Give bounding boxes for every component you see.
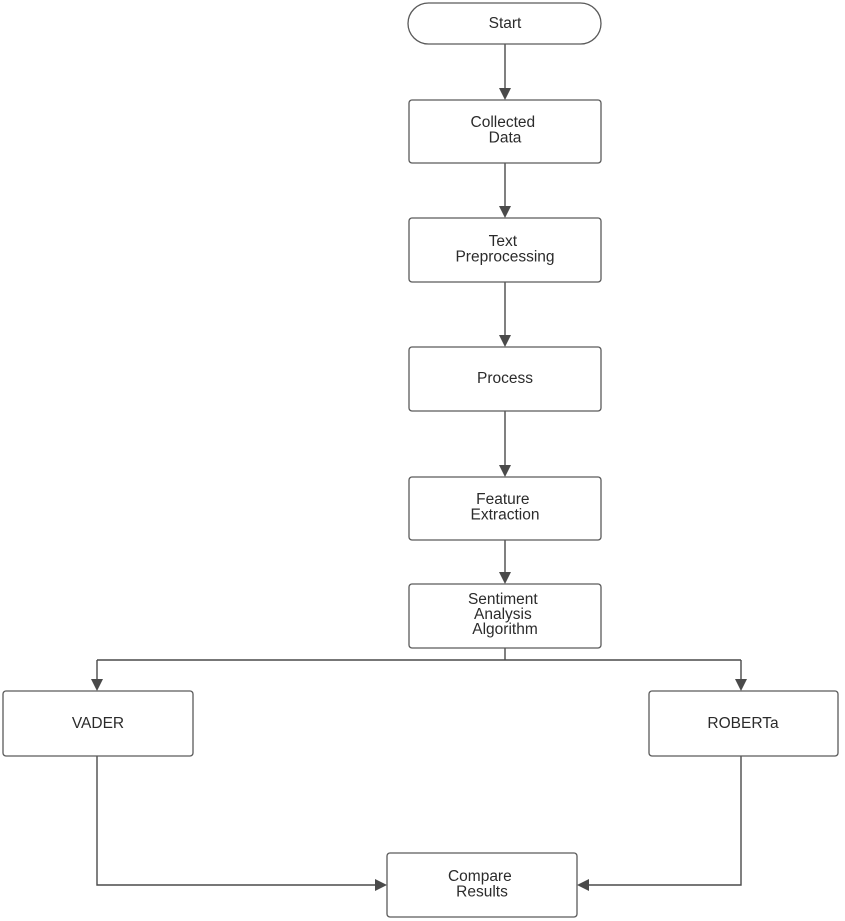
node-collected-data-line-2: Data [489,130,522,147]
node-text-preprocessing-line-2: Preprocessing [455,249,554,266]
node-feature-extraction-line-2: Extraction [471,507,540,524]
edges [91,44,747,891]
node-roberta[interactable]: ROBERTa [648,690,839,757]
node-text-preprocessing[interactable]: Text Preprocessing [408,217,602,283]
arrowhead-collected-data [499,88,511,100]
node-sentiment-algorithm-line-1: Sentiment [468,591,538,608]
edge-sentiment-algorithm-split [97,648,741,661]
node-collected-data[interactable]: Collected Data [408,99,602,164]
arrowhead-process [499,335,511,347]
node-feature-extraction-label: Feature Extraction [471,491,540,524]
node-sentiment-algorithm-line-2: Analysis [474,606,532,623]
node-collected-data-label: Collected Data [471,114,540,147]
arrowhead-roberta [735,679,747,691]
edge-roberta-to-compare-results [588,756,742,886]
node-text-preprocessing-line-1: Text [489,233,518,250]
arrowhead-vader [91,679,103,691]
node-sentiment-algorithm[interactable]: Sentiment Analysis Algorithm [408,583,602,649]
node-start-label: Start [489,15,522,32]
roberta-box [648,690,839,757]
start-terminator-shape [407,2,602,45]
process-box [408,346,602,412]
vader-box [2,690,194,757]
node-vader-label: VADER [72,715,124,732]
node-compare-results[interactable]: Compare Results [386,852,578,918]
feature-extraction-box [408,476,602,541]
node-feature-extraction-line-1: Feature [476,491,529,508]
edge-vader-to-compare-results [96,756,376,886]
node-vader[interactable]: VADER [2,690,194,757]
arrowhead-compare-results-right [577,879,589,891]
node-collected-data-line-1: Collected [471,114,536,131]
collected-data-box [408,99,602,164]
node-compare-results-line-2: Results [456,884,508,901]
sentiment-algorithm-box [408,583,602,649]
node-sentiment-algorithm-line-3: Algorithm [472,621,537,638]
compare-results-box [386,852,578,918]
node-compare-results-label: Compare Results [448,868,516,901]
arrowhead-feature-extraction [499,465,511,477]
arrowhead-text-preprocessing [499,206,511,218]
text-preprocessing-box [408,217,602,283]
arrowhead-sentiment-algorithm [499,572,511,584]
node-feature-extraction[interactable]: Feature Extraction [408,476,602,541]
arrowhead-compare-results-left [375,879,387,891]
node-compare-results-line-1: Compare [448,868,512,885]
node-roberta-label: ROBERTa [707,715,779,732]
node-process[interactable]: Process [408,346,602,412]
node-process-label: Process [477,370,533,387]
node-start[interactable]: Start [407,2,602,45]
node-sentiment-algorithm-label: Sentiment Analysis Algorithm [468,591,542,638]
node-text-preprocessing-label: Text Preprocessing [455,233,554,266]
